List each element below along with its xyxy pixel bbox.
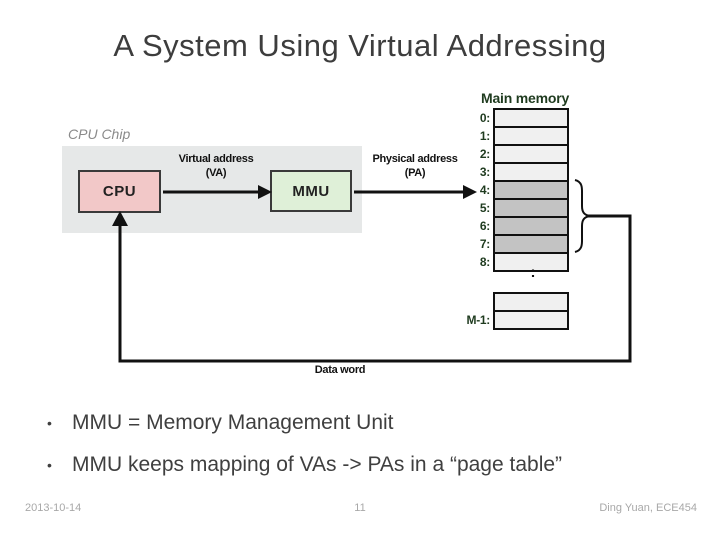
- physical-address-text: Physical address: [372, 153, 458, 165]
- memory-address-label: 5:: [479, 201, 490, 215]
- memory-row: 4:: [453, 180, 569, 200]
- memory-address-label: 6:: [479, 219, 490, 233]
- memory-address-label: 3:: [479, 165, 490, 179]
- memory-address-label: M-1:: [466, 313, 491, 327]
- cpu-box: CPU: [78, 170, 161, 213]
- cpu-box-label: CPU: [102, 183, 137, 200]
- main-memory-label: Main memory: [481, 90, 570, 106]
- memory-address-label: 1:: [479, 129, 490, 143]
- memory-cell: [493, 310, 569, 330]
- bullet-text: MMU = Memory Management Unit: [72, 411, 394, 434]
- memory-cell: [493, 292, 569, 312]
- memory-row: 2:: [453, 144, 569, 164]
- bullet-item: • MMU = Memory Management Unit: [47, 411, 687, 435]
- memory-cell: [493, 162, 569, 182]
- memory-row: 1:: [453, 126, 569, 146]
- physical-address-label: Physical address (PA): [352, 152, 478, 180]
- memory-cell: [493, 108, 569, 128]
- memory-row: [453, 292, 569, 312]
- memory-address-label: 0:: [479, 111, 490, 125]
- memory-row: 5:: [453, 198, 569, 218]
- memory-brace: [574, 179, 591, 253]
- page-title: A System Using Virtual Addressing: [113, 28, 607, 63]
- memory-cell: [493, 180, 569, 200]
- memory-address-label: 4:: [479, 183, 490, 197]
- memory-cell: [493, 126, 569, 146]
- virtual-address-abbr: (VA): [205, 167, 227, 179]
- memory-row: 6:: [453, 216, 569, 236]
- virtual-address-text: Virtual address: [178, 153, 254, 165]
- main-memory-rows: 0: 1: 2: 3: 4: 5: 6: 7: 8:: [453, 108, 569, 272]
- data-word-label: Data word: [314, 364, 366, 376]
- memory-row: 3:: [453, 162, 569, 182]
- bullet-icon: •: [47, 415, 52, 431]
- footer-page-number: 11: [354, 502, 366, 514]
- memory-ellipsis: :: [530, 264, 536, 281]
- memory-cell: [493, 198, 569, 218]
- footer-date: 2013-10-14: [25, 502, 82, 514]
- virtual-address-label: Virtual address (VA): [161, 152, 271, 180]
- memory-cell: [493, 216, 569, 236]
- bullet-text: MMU keeps mapping of VAs -> PAs in a “pa…: [72, 453, 563, 476]
- bullet-icon: •: [47, 457, 52, 473]
- mmu-box-label: MMU: [292, 182, 330, 200]
- memory-row: 7:: [453, 234, 569, 254]
- memory-cell: [493, 144, 569, 164]
- cpu-chip-label: CPU Chip: [68, 126, 131, 142]
- memory-address-label: 2:: [479, 147, 490, 161]
- memory-row: M-1:: [453, 310, 569, 330]
- footer-credit: Ding Yuan, ECE454: [599, 502, 697, 514]
- bullet-item: • MMU keeps mapping of VAs -> PAs in a “…: [47, 453, 687, 477]
- memory-row: 0:: [453, 108, 569, 128]
- mmu-box: MMU: [270, 170, 352, 212]
- physical-address-abbr: (PA): [404, 167, 426, 179]
- memory-cell: [493, 234, 569, 254]
- memory-tail-rows: M-1:: [453, 292, 569, 330]
- memory-address-label: 8:: [479, 255, 490, 269]
- memory-address-label: 7:: [479, 237, 490, 251]
